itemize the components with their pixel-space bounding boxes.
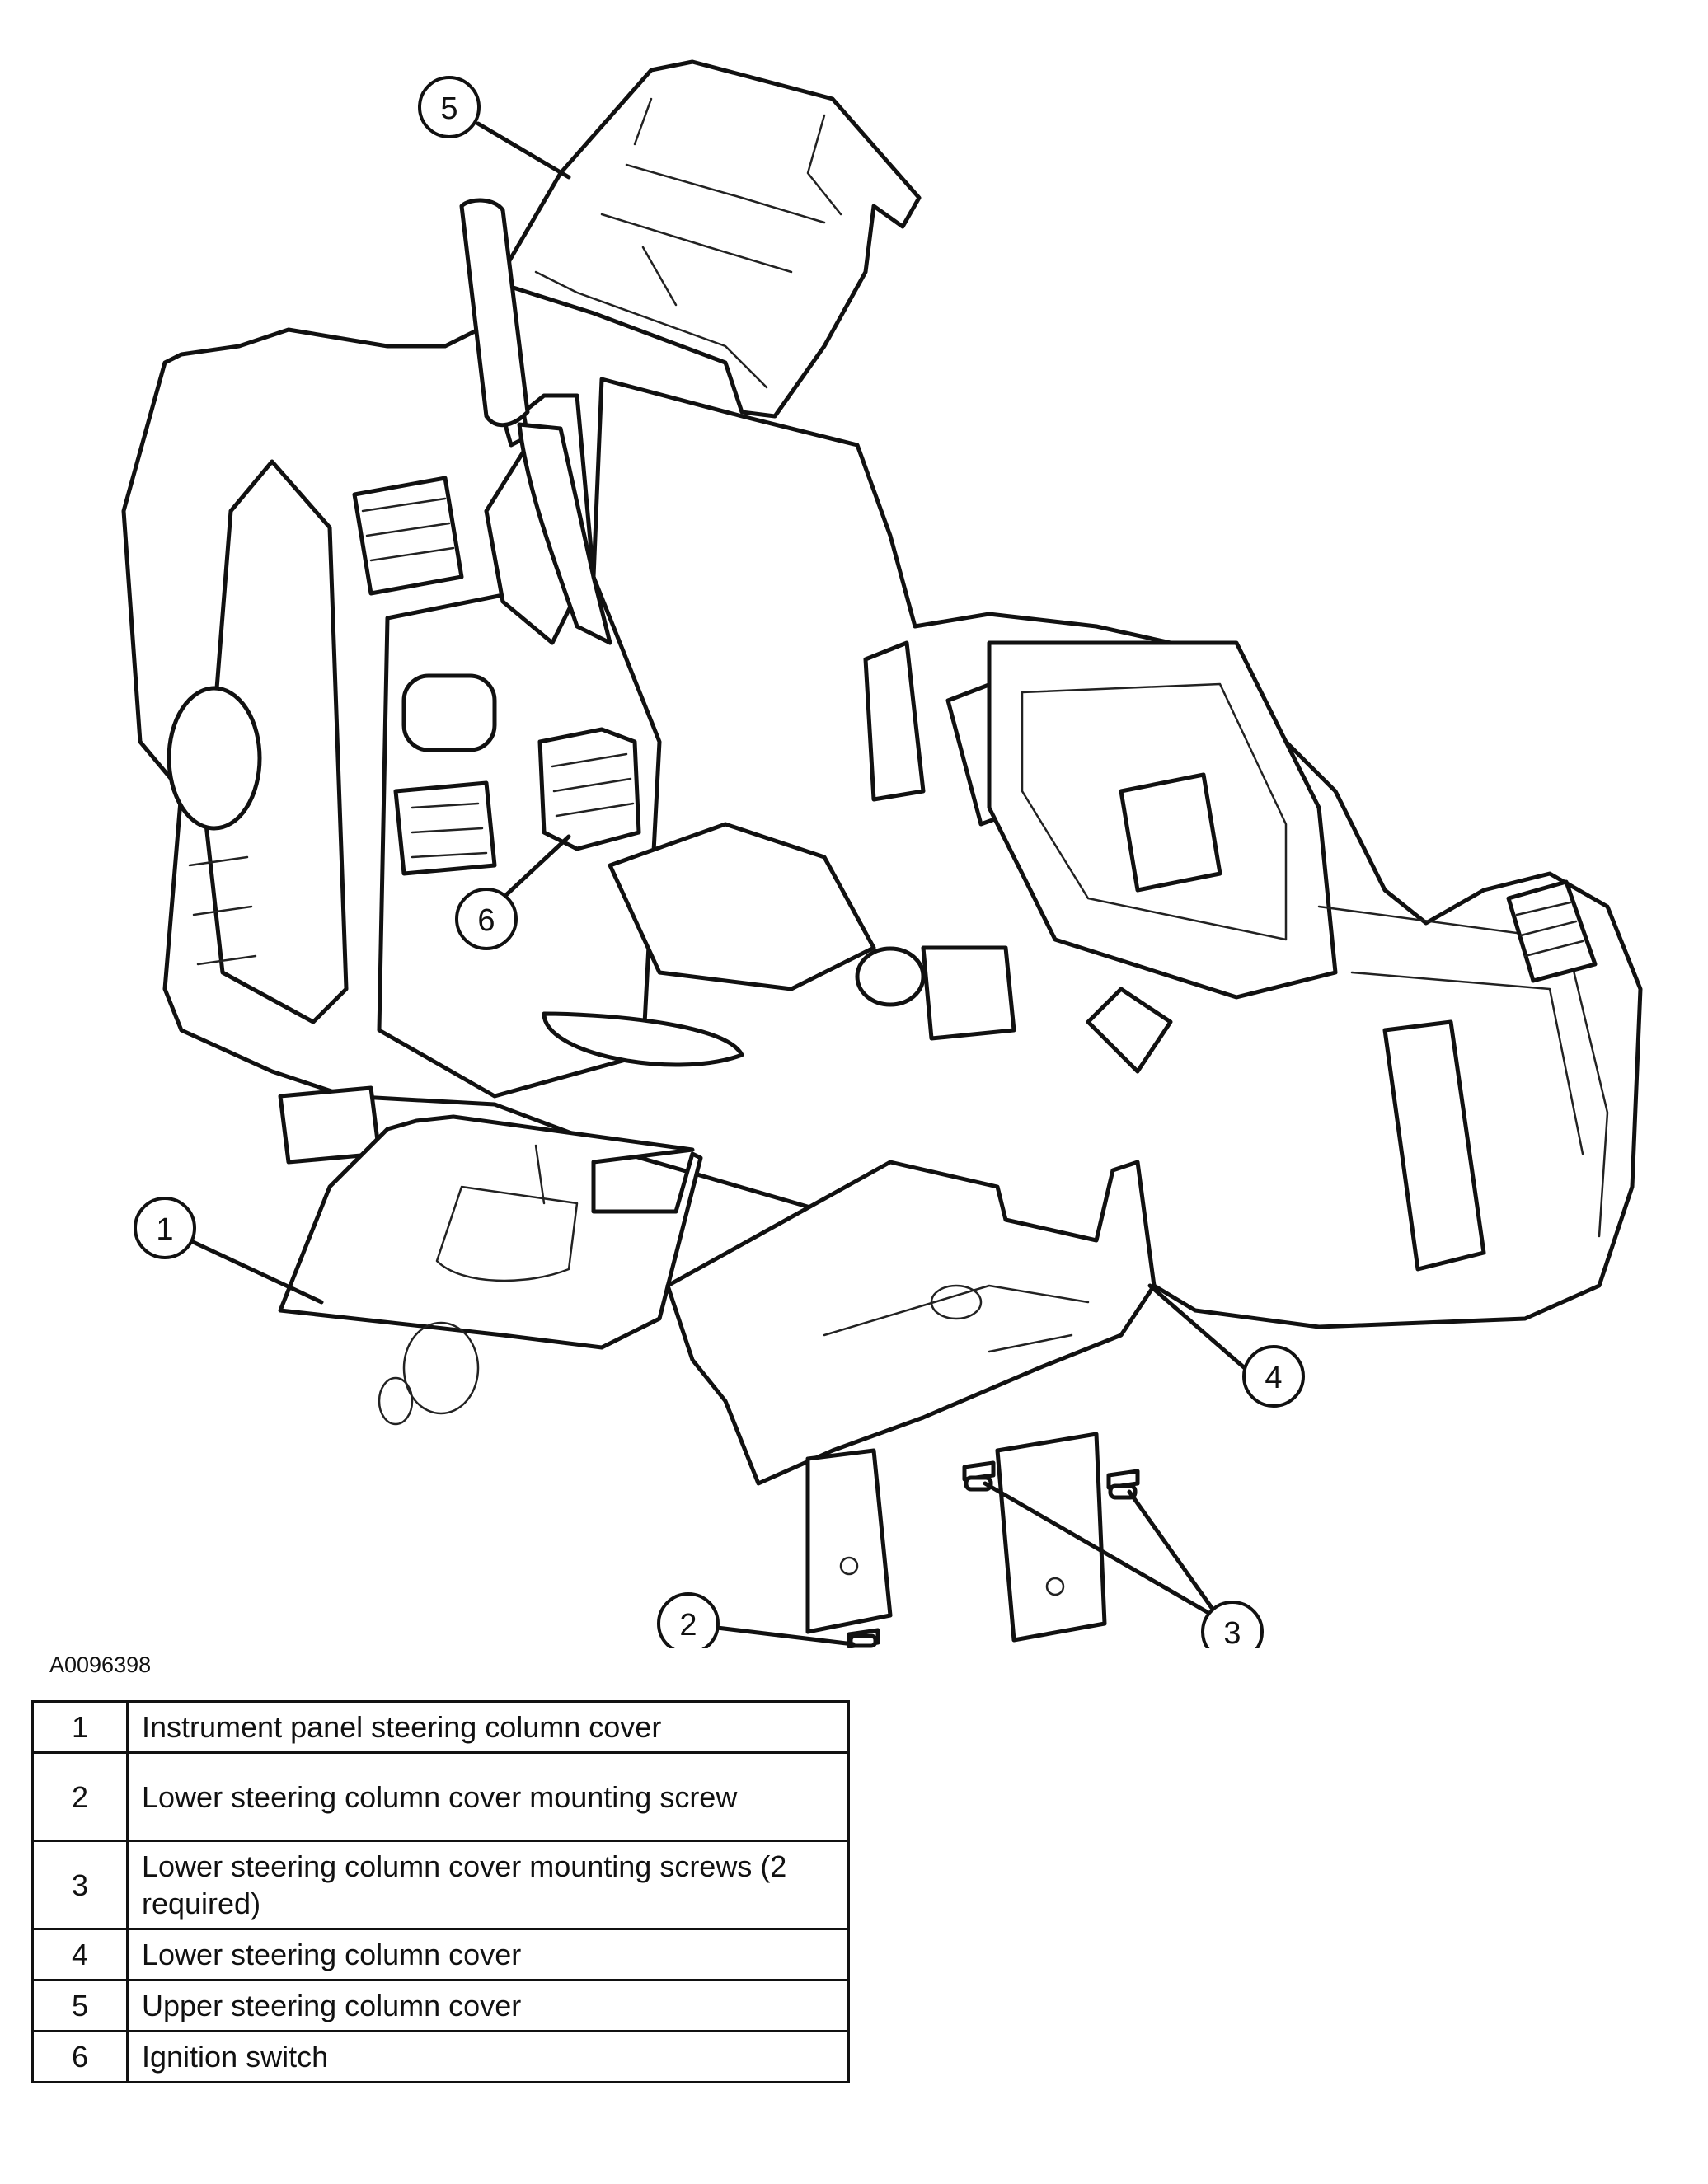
callout-5: 5 bbox=[418, 76, 481, 138]
table-row: 2 Lower steering column cover mounting s… bbox=[31, 1751, 850, 1842]
legend-number: 3 bbox=[31, 1840, 129, 1930]
legend-table: 1 Instrument panel steering column cover… bbox=[31, 1700, 850, 2083]
callout-6: 6 bbox=[455, 888, 518, 950]
table-row: 4 Lower steering column cover bbox=[31, 1928, 850, 1981]
legend-description: Upper steering column cover bbox=[126, 1979, 850, 2032]
legend-description: Lower steering column cover mounting scr… bbox=[126, 1751, 850, 1842]
table-row: 3 Lower steering column cover mounting s… bbox=[31, 1840, 850, 1930]
legend-number: 2 bbox=[31, 1751, 129, 1842]
legend-description: Instrument panel steering column cover bbox=[126, 1700, 850, 1754]
lower-cover-mounting-screws-pair bbox=[962, 1460, 1140, 1500]
legend-number: 4 bbox=[31, 1928, 129, 1981]
table-row: 5 Upper steering column cover bbox=[31, 1979, 850, 2032]
instrument-panel-steering-column-cover bbox=[278, 1114, 703, 1426]
callout-number-3: 3 bbox=[1223, 1616, 1241, 1648]
callout-2: 2 bbox=[657, 1592, 720, 1648]
callout-number-2: 2 bbox=[679, 1608, 697, 1643]
legend-number: 5 bbox=[31, 1979, 129, 2032]
legend-description: Lower steering column cover bbox=[126, 1928, 850, 1981]
callout-number-5: 5 bbox=[440, 91, 458, 126]
callout-number-1: 1 bbox=[156, 1212, 173, 1247]
instrument-panel bbox=[121, 198, 1643, 1329]
callout-4: 4 bbox=[1242, 1345, 1305, 1408]
callout-1: 1 bbox=[134, 1197, 196, 1259]
figure-id-label: A0096398 bbox=[49, 1652, 152, 1677]
exploded-view-illustration: 5 6 1 4 2 3 bbox=[121, 59, 1643, 1648]
callout-number-4: 4 bbox=[1265, 1361, 1282, 1395]
upper-steering-column-cover bbox=[488, 59, 922, 419]
lower-cover-mounting-screw bbox=[847, 1628, 880, 1648]
lower-steering-column-cover bbox=[665, 1160, 1157, 1643]
callout-number-6: 6 bbox=[477, 903, 495, 938]
legend-description: Lower steering column cover mounting scr… bbox=[126, 1840, 850, 1930]
table-row: 1 Instrument panel steering column cover bbox=[31, 1700, 850, 1754]
table-row: 6 Ignition switch bbox=[31, 2030, 850, 2083]
legend-number: 1 bbox=[31, 1700, 129, 1754]
callout-leaders bbox=[187, 121, 1247, 1647]
legend-description: Ignition switch bbox=[126, 2030, 850, 2083]
ignition-switch bbox=[537, 727, 641, 851]
callout-3: 3 bbox=[1201, 1601, 1264, 1648]
legend-number: 6 bbox=[31, 2030, 129, 2083]
